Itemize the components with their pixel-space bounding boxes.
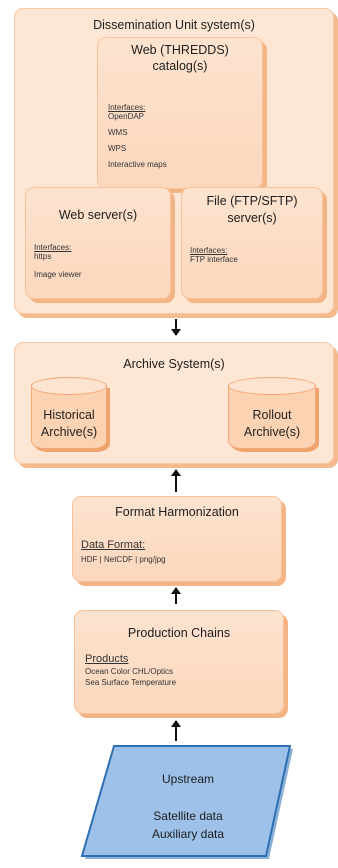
web-catalog-interface-item: OpenDAP bbox=[108, 112, 145, 121]
rollout-archive-label-line2: Archive(s) bbox=[243, 425, 301, 439]
format-harmonization-title: Format Harmonization bbox=[115, 505, 239, 519]
file-server-interface-item: FTP interface bbox=[190, 255, 238, 264]
web-server-interface-item: Image viewer bbox=[34, 270, 82, 279]
upstream-item: Satellite data bbox=[153, 809, 223, 823]
historical-archive-cylinder: Historical Archive(s) bbox=[31, 377, 107, 449]
upstream-title: Upstream bbox=[161, 772, 214, 786]
arrow-format-to-archive bbox=[171, 469, 181, 492]
product-item: Ocean Color CHL/Optics bbox=[85, 667, 174, 676]
production-chains-box: Production Chains Products Ocean Color C… bbox=[74, 610, 284, 714]
web-catalog-title-line2: catalog(s) bbox=[152, 59, 208, 73]
archive-system-title: Archive System(s) bbox=[123, 357, 225, 371]
web-catalog-interface-item: WPS bbox=[108, 144, 127, 153]
web-server-interface-item: https bbox=[34, 252, 52, 261]
arrow-production-to-format bbox=[171, 587, 181, 604]
web-catalog-interface-item: Interactive maps bbox=[108, 160, 167, 169]
data-format-value: HDF | NetCDF | png/jpg bbox=[81, 555, 166, 564]
web-catalog-interfaces-label: Interfaces: bbox=[108, 103, 146, 112]
archive-system-box: Archive System(s) Historical Archive(s) … bbox=[14, 342, 334, 464]
web-server-box: Web server(s) Interfaces: https Image vi… bbox=[25, 187, 171, 299]
arrow-upstream-to-production bbox=[171, 720, 181, 741]
format-harmonization-box: Format Harmonization Data Format: HDF | … bbox=[72, 496, 282, 582]
dissemination-unit-title: Dissemination Unit system(s) bbox=[93, 18, 255, 32]
file-server-title-line1: File (FTP/SFTP) bbox=[206, 194, 298, 208]
upstream-item: Auxiliary data bbox=[151, 827, 225, 841]
dissemination-unit-box: Dissemination Unit system(s) Web (THREDD… bbox=[14, 8, 334, 314]
rollout-archive-cylinder: Rollout Archive(s) bbox=[228, 377, 316, 449]
historical-archive-label-line2: Archive(s) bbox=[40, 425, 98, 439]
production-chains-title: Production Chains bbox=[127, 626, 231, 640]
file-server-interfaces-label: Interfaces: bbox=[190, 246, 228, 255]
web-server-title: Web server(s) bbox=[58, 208, 138, 222]
web-catalog-title-line1: Web (THREDDS) bbox=[131, 43, 229, 57]
file-server-box: File (FTP/SFTP) server(s) Interfaces: FT… bbox=[181, 187, 323, 299]
web-catalog-interface-item: WMS bbox=[108, 128, 128, 137]
product-item: Sea Surface Temperature bbox=[85, 678, 177, 687]
data-format-label: Data Format: bbox=[81, 539, 146, 551]
arrow-dissemination-to-archive bbox=[171, 319, 181, 336]
web-catalog-box: Web (THREDDS) catalog(s) Interfaces: Ope… bbox=[97, 37, 263, 189]
historical-archive-label-line1: Historical bbox=[43, 408, 95, 422]
web-server-interfaces-label: Interfaces: bbox=[34, 243, 72, 252]
rollout-archive-label-line1: Rollout bbox=[252, 408, 292, 422]
file-server-title-line2: server(s) bbox=[227, 211, 277, 225]
upstream-parallelogram bbox=[80, 745, 293, 859]
products-label: Products bbox=[85, 653, 129, 665]
